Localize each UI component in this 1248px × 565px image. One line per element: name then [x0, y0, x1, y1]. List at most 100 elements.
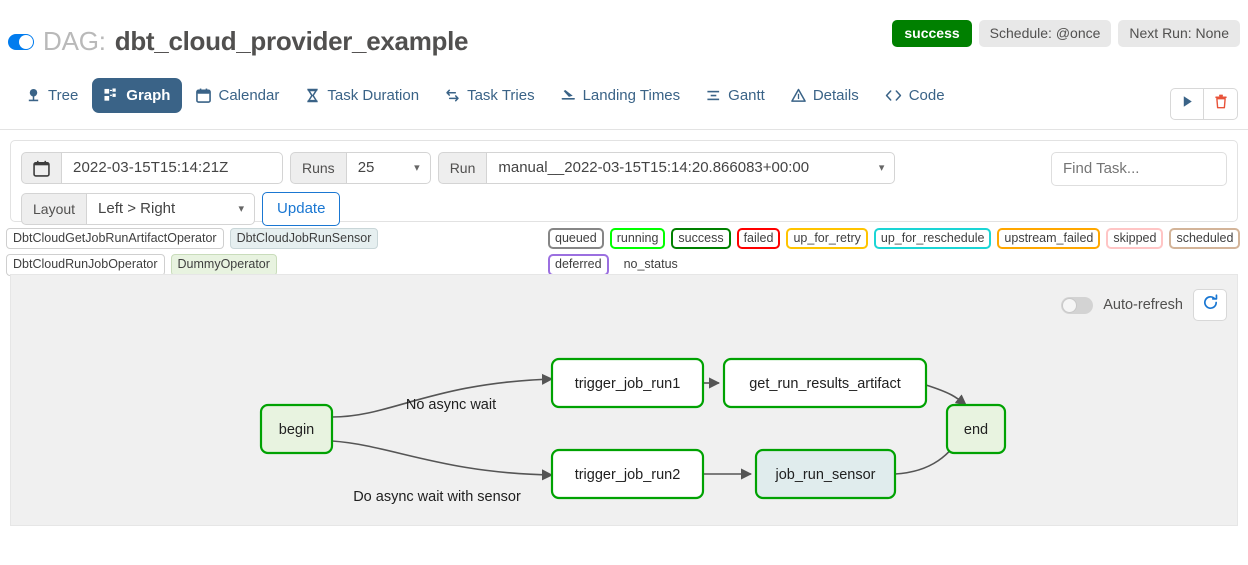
task-node-label: begin	[279, 422, 314, 438]
state-chip-deferred[interactable]: deferred	[548, 254, 609, 276]
tab-label: Tree	[48, 87, 79, 104]
chevron-down-icon: ▾	[878, 162, 885, 174]
operator-chip[interactable]: DbtCloudRunJobOperator	[6, 254, 165, 276]
toggle-on-icon[interactable]	[8, 33, 34, 50]
tree-icon	[26, 88, 41, 103]
state-chip-up-for-retry[interactable]: up_for_retry	[786, 228, 868, 250]
state-chip-queued[interactable]: queued	[548, 228, 604, 250]
filter-row-top: 2022-03-15T15:14:21Z Runs 25 ▾ Run manua…	[21, 152, 1227, 184]
runs-select[interactable]: 25 ▾	[345, 152, 431, 184]
landing-icon	[561, 88, 576, 103]
schedule-badge[interactable]: Schedule: @once	[978, 20, 1112, 47]
edge-label: No async wait	[406, 397, 496, 413]
task-node-job-run-sensor[interactable]: job_run_sensor	[754, 448, 897, 500]
play-icon	[1181, 95, 1194, 113]
state-chip-running[interactable]: running	[609, 228, 666, 250]
edge-begin-to-trigger-job-run2[interactable]	[331, 440, 554, 481]
dag-graph-svg[interactable]: No async wait Do async wait with sensor …	[11, 275, 1237, 525]
chevron-down-icon: ▾	[414, 162, 420, 174]
tab-label: Task Duration	[327, 87, 420, 104]
runs-select-value: 25	[357, 159, 375, 176]
dag-prefix-label: DAG:	[43, 26, 106, 56]
chevron-down-icon: ▾	[238, 203, 245, 215]
dag-filter-toolbar: 2022-03-15T15:14:21Z Runs 25 ▾ Run manua…	[10, 140, 1238, 226]
tab-task-duration[interactable]: Task Duration	[293, 78, 431, 113]
header-badge-group: success Schedule: @once Next Run: None	[892, 20, 1240, 47]
base-date-group: 2022-03-15T15:14:21Z	[21, 152, 283, 184]
task-node-end[interactable]: end	[945, 403, 1007, 455]
dag-action-group	[1170, 88, 1238, 120]
state-chip-upstream-failed[interactable]: upstream_failed	[997, 228, 1101, 250]
tab-gantt[interactable]: Gantt	[694, 78, 777, 113]
next-run-badge[interactable]: Next Run: None	[1118, 20, 1240, 47]
tab-label: Graph	[126, 87, 171, 104]
run-group: Run manual__2022-03-15T15:14:20.866083+0…	[437, 152, 896, 184]
runs-label: Runs	[290, 152, 346, 184]
operator-chip[interactable]: DbtCloudJobRunSensor	[229, 228, 379, 250]
state-chip-scheduled[interactable]: scheduled	[1169, 228, 1241, 250]
state-chip-success[interactable]: success	[671, 228, 731, 250]
retry-icon	[445, 88, 460, 103]
layout-label: Layout	[21, 193, 87, 225]
tab-tree[interactable]: Tree	[14, 78, 90, 113]
auto-refresh-toggle[interactable]	[1061, 296, 1094, 314]
base-date-input[interactable]: 2022-03-15T15:14:21Z	[61, 152, 283, 184]
trigger-dag-button[interactable]	[1170, 88, 1204, 120]
dag-nav-bar: Tree Graph Calendar Task Duration Task T	[0, 70, 1248, 130]
task-node-begin[interactable]: begin	[259, 403, 334, 455]
task-node-label: get_run_results_artifact	[749, 376, 901, 392]
delete-dag-button[interactable]	[1204, 88, 1238, 120]
hourglass-icon	[305, 88, 320, 103]
operator-chip[interactable]: DummyOperator	[170, 254, 277, 276]
tab-label: Code	[908, 87, 945, 104]
task-node-label: end	[964, 422, 988, 438]
run-label: Run	[437, 152, 487, 184]
tab-landing-times[interactable]: Landing Times	[549, 78, 693, 113]
find-task-input[interactable]	[1051, 152, 1227, 186]
tab-calendar[interactable]: Calendar	[184, 78, 291, 113]
tab-list: Tree Graph Calendar Task Duration Task T	[14, 78, 957, 113]
graph-icon	[104, 88, 119, 103]
operator-legend: DbtCloudGetJobRunArtifactOperator DbtClo…	[6, 228, 536, 276]
update-button[interactable]: Update	[262, 192, 341, 226]
run-select-value: manual__2022-03-15T15:14:20.866083+00:00	[498, 159, 810, 176]
task-node-label: job_run_sensor	[775, 467, 876, 483]
task-node-get-run-results-artifact[interactable]: get_run_results_artifact	[722, 357, 928, 409]
task-state-legend: queued running success failed up_for_ret…	[548, 228, 1243, 276]
state-chip-skipped[interactable]: skipped	[1106, 228, 1164, 250]
tab-code[interactable]: Code	[873, 78, 957, 113]
state-chip-up-for-reschedule[interactable]: up_for_reschedule	[873, 228, 992, 250]
tab-graph[interactable]: Graph	[92, 78, 183, 113]
layout-select[interactable]: Left > Right ▾	[86, 193, 256, 225]
tab-label: Calendar	[218, 87, 280, 104]
calendar-icon	[196, 88, 212, 103]
tab-details[interactable]: Details	[779, 78, 871, 113]
task-node-label: trigger_job_run1	[575, 376, 681, 392]
task-node-label: trigger_job_run2	[575, 467, 681, 483]
refresh-button[interactable]	[1193, 289, 1227, 321]
tab-label: Landing Times	[582, 87, 681, 104]
tab-label: Task Tries	[467, 87, 535, 104]
gantt-icon	[706, 88, 721, 103]
filter-row-bottom: Layout Left > Right ▾ Update	[21, 192, 1227, 226]
graph-edge-labels: No async wait Do async wait with sensor	[353, 397, 521, 505]
tab-task-tries[interactable]: Task Tries	[433, 78, 547, 113]
state-chip-failed[interactable]: failed	[736, 228, 781, 250]
tab-label: Details	[812, 87, 859, 104]
run-select[interactable]: manual__2022-03-15T15:14:20.866083+00:00…	[486, 152, 896, 184]
legend-section: DbtCloudGetJobRunArtifactOperator DbtClo…	[0, 222, 1248, 276]
code-icon	[885, 88, 902, 103]
state-chip-no-status[interactable]: no_status	[623, 257, 678, 272]
edge-get-run-results-artifact-to-end[interactable]	[925, 384, 967, 406]
dag-graph-canvas[interactable]: Auto-refresh No async	[10, 274, 1238, 526]
calendar-icon[interactable]	[21, 152, 61, 184]
trash-icon	[1214, 94, 1228, 114]
layout-select-value: Left > Right	[98, 200, 176, 217]
triangle-info-icon	[791, 88, 806, 103]
operator-chip[interactable]: DbtCloudGetJobRunArtifactOperator	[6, 228, 224, 250]
task-node-trigger-job-run1[interactable]: trigger_job_run1	[550, 357, 705, 409]
task-node-trigger-job-run2[interactable]: trigger_job_run2	[550, 448, 705, 500]
edge-begin-to-trigger-job-run1[interactable]	[331, 373, 554, 418]
refresh-icon	[1202, 294, 1219, 316]
tab-label: Gantt	[728, 87, 765, 104]
